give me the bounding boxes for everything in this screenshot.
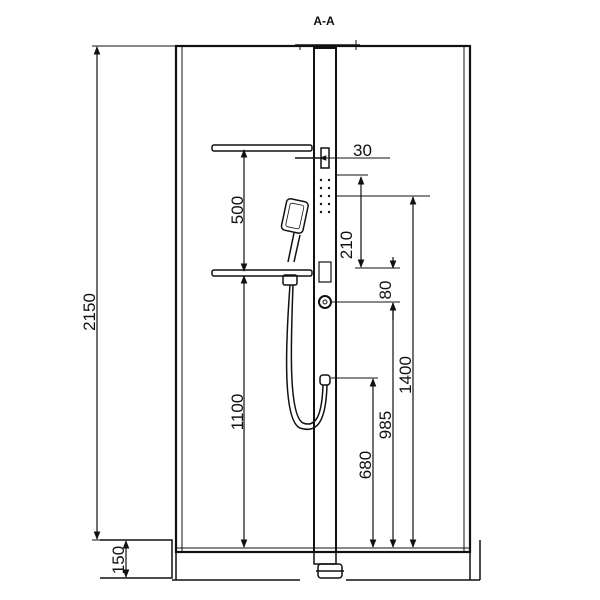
dim-label-1400: 1400 — [396, 356, 415, 394]
mixer-knob — [318, 295, 332, 309]
dim-label-680: 680 — [356, 451, 375, 479]
dimension-lines — [92, 45, 430, 578]
control-panel — [318, 261, 332, 283]
dim-label-210: 210 — [337, 231, 356, 259]
dim-label-2150: 2150 — [80, 293, 99, 331]
upper-shelf — [211, 144, 313, 152]
hose-outlet — [319, 374, 331, 386]
dim-label-30: 30 — [353, 141, 372, 160]
dim-label-985: 985 — [376, 411, 395, 439]
dim-label-150: 150 — [109, 546, 128, 574]
dim-label-1100: 1100 — [228, 394, 247, 431]
lower-shelf — [211, 269, 313, 277]
hand-shower — [280, 198, 328, 431]
dim-label-80: 80 — [376, 281, 395, 300]
section-title: A-A — [313, 14, 335, 28]
base-tray — [100, 539, 481, 581]
drain-outlet — [313, 551, 344, 579]
dim-label-500: 500 — [228, 196, 247, 224]
cabin-outline — [174, 44, 472, 554]
body-jet-nozzles — [319, 178, 331, 214]
